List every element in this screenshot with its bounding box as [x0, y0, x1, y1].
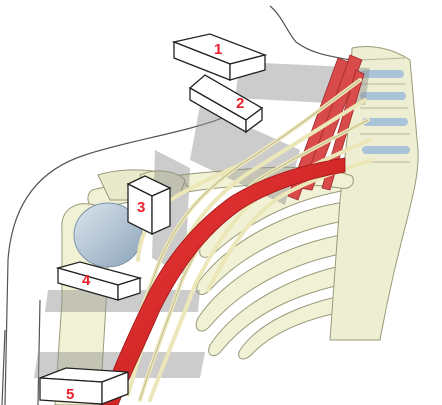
marker-label-3: 3 — [137, 199, 145, 216]
marker-label-5: 5 — [66, 386, 74, 403]
marker-3: 3 — [128, 176, 170, 234]
marker-label-1: 1 — [214, 41, 222, 58]
marker-label-2: 2 — [236, 95, 244, 112]
vertebral-disc — [360, 92, 406, 100]
marker-5: 5 — [40, 368, 128, 404]
marker-label-4: 4 — [82, 272, 91, 289]
vertebral-disc — [362, 146, 410, 154]
marker-1: 1 — [174, 34, 265, 80]
box-marker — [40, 368, 128, 404]
box-marker — [128, 176, 170, 234]
